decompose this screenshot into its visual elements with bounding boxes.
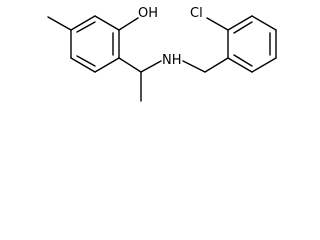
bond [204,57,229,73]
bond [76,55,96,67]
bond [118,17,139,31]
bond [227,57,253,73]
bonds [47,15,277,102]
bond [140,60,162,73]
amine-label: NH [162,53,182,68]
hydroxyl-label: OH [138,6,158,21]
bond [118,57,142,73]
bond [206,17,229,31]
atom-labels: OH NH Cl [138,6,203,68]
bond [227,15,253,31]
bond [70,15,96,31]
bond [76,21,96,33]
chemical-structure-diagram: OH NH Cl [47,6,277,102]
bond [47,16,72,31]
bond [233,21,253,34]
bond [182,60,206,73]
bond [94,57,120,73]
bond [70,57,96,73]
bond [94,15,120,31]
bond [233,54,253,67]
chlorine-label: Cl [190,6,203,21]
bond [251,57,277,73]
bond [251,15,277,31]
